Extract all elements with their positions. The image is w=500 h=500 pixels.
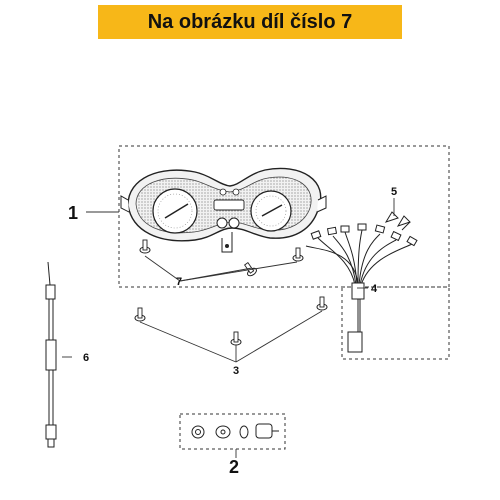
part-number-banner: Na obrázku díl číslo 7 — [98, 5, 402, 39]
screw-3a — [134, 307, 146, 322]
callout-7: 7 — [176, 276, 182, 288]
callout-2: 2 — [229, 457, 239, 477]
callout-4: 4 — [371, 283, 378, 295]
callout-5: 5 — [391, 186, 397, 198]
connectors-5 — [310, 211, 418, 247]
small-parts-2 — [191, 423, 279, 439]
callout-3: 3 — [233, 365, 239, 377]
screw-7c — [243, 262, 257, 277]
screw-7a — [139, 239, 151, 254]
callout-6: 6 — [83, 352, 89, 364]
instrument-cluster — [120, 167, 327, 253]
assembly-1-dashed-box — [118, 145, 450, 288]
wiring-harness — [305, 229, 413, 353]
screw-7b — [292, 247, 304, 262]
leader-lines — [62, 198, 395, 458]
speedometer-dial — [152, 188, 198, 234]
screw-3b — [230, 331, 242, 346]
screw-3c — [316, 296, 328, 311]
callout-1: 1 — [68, 203, 78, 223]
assembly-2-dashed-box — [179, 413, 286, 450]
speedometer-cable — [45, 261, 57, 448]
